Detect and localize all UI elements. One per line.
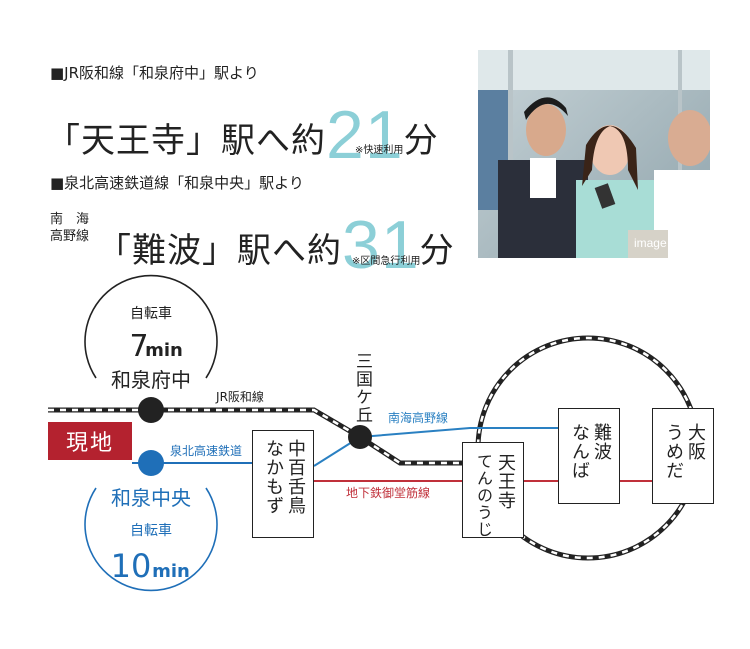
station-nakamozu-kanji: 中百舌鳥	[285, 439, 306, 515]
route1-headline: 「天王寺」駅へ約21分	[46, 96, 439, 174]
route2-minutes: 31	[342, 207, 420, 283]
label-midosuji: 地下鉄御堂筋線	[346, 485, 430, 500]
label-jr-hanwa: JR阪和線	[215, 389, 264, 404]
station-box-umeda: 大阪 うめだ	[652, 408, 714, 504]
station-tennoji-kanji: 天王寺	[495, 453, 516, 510]
station-nakamozu-kana: なかもず	[263, 439, 284, 515]
bike2-label: 自転車	[130, 522, 172, 539]
station-mikunigaoka-dot	[348, 425, 372, 449]
station-izumifuchu-dot	[138, 397, 164, 423]
bike2-number: 10	[111, 547, 152, 585]
bike1-unit: min	[145, 340, 183, 361]
bike1-label: 自転車	[130, 305, 172, 322]
bike1-number: 7	[129, 329, 148, 364]
station-namba-kana: なんば	[569, 423, 590, 480]
station-box-tennoji: 天王寺 てんのうじ	[462, 442, 524, 538]
route2-prefix: 南 海 高野線	[50, 211, 89, 245]
label-nankai-koya: 南海高野線	[388, 410, 448, 425]
route2-destination: 「難波」駅へ約	[97, 231, 342, 271]
route2-unit: 分	[419, 231, 455, 271]
commuter-photo: image photo	[478, 50, 710, 258]
site-badge: 現地	[48, 422, 132, 460]
bike2-unit: min	[152, 561, 190, 582]
nankai-koya-line	[313, 427, 558, 467]
route1-minutes: 21	[326, 97, 404, 173]
bike-arc-izumichuo	[84, 487, 218, 592]
commuter-photo-illustration	[478, 50, 710, 258]
label-semboku: 泉北高速鉄道	[170, 443, 242, 458]
station-mikunigaoka-label: 三国ケ丘	[352, 352, 372, 424]
route2-prefix-top: 南 海	[50, 212, 90, 227]
station-izumifuchu-label: 和泉府中	[111, 368, 191, 392]
route1-from-text: ■JR阪和線「和泉府中」駅より	[50, 64, 259, 82]
station-umeda-kana: うめだ	[663, 423, 684, 480]
station-izumichuo-dot	[138, 450, 164, 476]
station-izumichuo-label: 和泉中央	[111, 486, 191, 510]
station-box-nakamozu: 中百舌鳥 なかもず	[252, 430, 314, 538]
bike-arc-izumifuchu	[84, 274, 218, 379]
route2-prefix-bottom: 高野線	[50, 229, 90, 244]
route2-note: ※区間急行利用	[352, 256, 421, 267]
route2-headline: 「難波」駅へ約31分	[97, 206, 455, 284]
station-namba-kanji: 難波	[591, 423, 612, 461]
station-umeda-kanji: 大阪	[685, 423, 706, 461]
route1-destination: 「天王寺」駅へ約	[46, 121, 326, 161]
route2-from-text: ■泉北高速鉄道線「和泉中央」駅より	[50, 174, 304, 192]
photo-caption: image photo	[633, 236, 700, 250]
route1-unit: 分	[403, 121, 439, 161]
station-tennoji-kana: てんのうじ	[474, 453, 493, 538]
route1-note: ※快速利用	[355, 145, 404, 156]
station-box-namba: 難波 なんば	[558, 408, 620, 504]
